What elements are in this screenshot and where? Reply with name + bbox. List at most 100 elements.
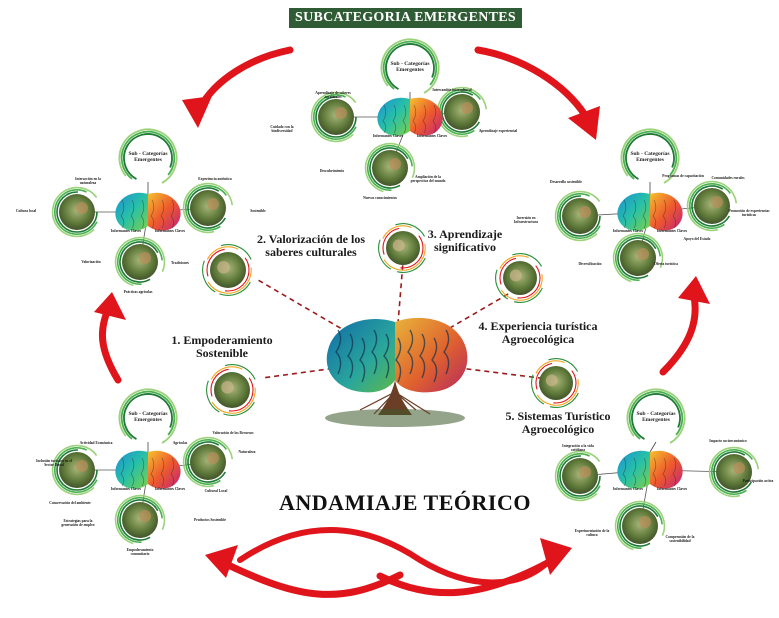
brain-fold <box>335 329 342 375</box>
ring-2 <box>206 364 258 416</box>
cluster-label: Empoderamiento comunitario <box>126 548 154 556</box>
cluster-brain <box>617 192 683 231</box>
ring-2 <box>531 358 581 408</box>
arrow-top-left <box>182 46 294 128</box>
ring-2 <box>378 223 428 273</box>
header-ring <box>622 130 678 186</box>
satellite-image <box>694 188 730 224</box>
cluster-label: Interacción en la naturaleza <box>75 177 101 185</box>
satellite-detail <box>461 102 473 114</box>
theme-label-4: 4. Experiencia turística Agroecológica <box>478 319 598 347</box>
header-ring <box>118 388 178 448</box>
brain-fold <box>392 104 397 134</box>
header-ring <box>628 390 684 446</box>
satellite-ring <box>617 502 664 549</box>
satellite-ring <box>51 444 103 496</box>
satellite-ring <box>310 91 362 143</box>
brain-fold <box>402 104 407 134</box>
cluster-label: Comunidades rurales <box>711 176 745 180</box>
brain-ground <box>325 409 465 427</box>
brain-fold <box>432 104 437 134</box>
arrow-bottom-cross <box>237 527 553 586</box>
satellite-image <box>59 452 95 488</box>
cluster-upper-left <box>51 128 234 288</box>
header-disc <box>126 136 170 180</box>
cluster-header <box>620 128 680 188</box>
cluster-label: Prácticas agrícolas <box>123 290 153 294</box>
satellite-detail <box>139 252 151 264</box>
header-disc <box>126 396 170 440</box>
brain-fold <box>120 199 125 229</box>
brain-fold <box>431 337 438 383</box>
satellite-image <box>122 502 158 538</box>
cluster-header <box>118 128 178 188</box>
cluster-label: Inclusión turística en el Sector Rural <box>36 459 72 467</box>
photo-detail <box>217 261 230 274</box>
theme-label-1: 1. Empoderamiento Sostenible <box>171 333 273 361</box>
brain-fold <box>130 457 135 487</box>
brain-right-hemisphere <box>395 317 468 393</box>
cycle-arrows <box>94 46 710 598</box>
satellite-ring <box>182 182 234 234</box>
ring-1 <box>380 225 426 271</box>
brain-fold <box>652 457 657 487</box>
header-ring <box>620 128 680 188</box>
cluster-label: Ampliación de la perspectiva del mundo <box>410 175 446 183</box>
header-ring <box>382 40 438 96</box>
arrow-bottom-left <box>205 545 404 598</box>
brain-fold <box>419 333 426 379</box>
arrow-left <box>94 292 126 384</box>
satellite-image <box>444 94 480 130</box>
cluster-header-label: Sub - Categorías Emergentes <box>630 151 670 164</box>
satellite-image <box>318 99 354 135</box>
arrow-top-right <box>474 46 600 140</box>
theme-photo-4 <box>495 253 545 303</box>
cluster-lower-left <box>51 388 234 546</box>
satellite-ring <box>117 497 164 544</box>
satellite-photo <box>436 86 488 138</box>
satellite-ring <box>184 185 231 232</box>
cluster-label: Aprendizaje experiencial <box>478 129 518 133</box>
satellite-photo <box>182 436 234 488</box>
brain-fold <box>170 457 175 487</box>
brain-right <box>148 450 181 489</box>
satellite-ring <box>56 449 98 491</box>
cluster-center-label-left: Informantes Claves <box>612 487 644 491</box>
satellite-ring <box>614 234 662 281</box>
cluster-label: Descubrimiento <box>319 169 345 173</box>
theme-photo-5 <box>531 358 581 408</box>
satellite-detail <box>579 206 591 218</box>
cluster-center-label-right: Informantes Claves <box>656 229 688 233</box>
ring-1 <box>208 366 256 414</box>
satellite-ring <box>559 455 601 497</box>
brain-fold <box>642 457 647 487</box>
cluster-center-label-left: Informantes Claves <box>110 229 142 233</box>
satellite-ring <box>53 189 100 236</box>
cluster-center-label-right: Informantes Claves <box>154 487 186 491</box>
satellite-detail <box>579 466 591 478</box>
brain-root <box>373 391 396 415</box>
cluster-label: Aprendizaje de saberes ancestrales <box>315 91 351 99</box>
satellite-ring <box>119 499 161 541</box>
satellite-ring <box>182 436 234 488</box>
satellite-photo <box>114 236 166 288</box>
ring-1 <box>533 360 579 406</box>
cluster-label: Desarrollo sostenible <box>550 180 582 184</box>
header-ring <box>118 128 178 188</box>
satellite-ring <box>554 450 606 502</box>
brain-root <box>394 391 431 415</box>
header-ring <box>120 130 176 186</box>
brain-fold <box>140 199 145 229</box>
header-ring <box>626 388 686 448</box>
banner-title: SUBCATEGORIA EMERGENTES <box>289 8 522 28</box>
satellite-detail <box>335 107 347 119</box>
photo-detail <box>221 381 234 394</box>
satellite-photo <box>686 180 738 232</box>
cluster-label: Experiencia auténtica <box>198 177 232 181</box>
cluster-upper-right <box>554 128 738 284</box>
cluster-brain <box>115 450 181 489</box>
cluster-center-label-right: Informantes Claves <box>154 229 186 233</box>
cluster-label: Apoyo del Estado <box>683 237 711 241</box>
satellite-ring <box>185 439 232 486</box>
header-ring <box>625 133 675 183</box>
